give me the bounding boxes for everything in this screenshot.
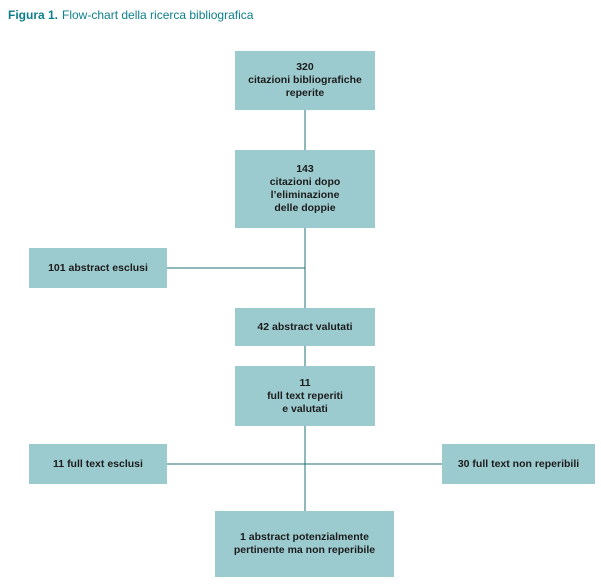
box-full-text-esclusi-label: 11 full text esclusi xyxy=(53,457,143,470)
box-full-text-reperiti-label: 11 full text reperiti e valutati xyxy=(267,376,343,415)
box-citazioni-reperite: 320 citazioni bibliografiche reperite xyxy=(235,51,375,110)
figure-title: Flow-chart della ricerca bibliografica xyxy=(62,8,254,22)
box-citazioni-dopo-eliminazione-label: 143 citazioni dopo l’eliminazione delle … xyxy=(269,163,341,214)
box-abstract-potenzialmente-pertinente-label: 1 abstract potenzialmente pertinente ma … xyxy=(233,531,376,556)
box-full-text-esclusi: 11 full text esclusi xyxy=(29,444,167,484)
figure-label: Figura 1. xyxy=(8,8,59,22)
box-full-text-non-reperibili-label: 30 full text non reperibili xyxy=(457,457,580,470)
box-abstract-esclusi-label: 101 abstract esclusi xyxy=(48,261,148,274)
figure-caption: Figura 1.Flow-chart della ricerca biblio… xyxy=(8,8,253,22)
box-abstract-valutati-label: 42 abstract valutati xyxy=(257,320,353,333)
box-full-text-non-reperibili: 30 full text non reperibili xyxy=(442,444,595,484)
box-full-text-reperiti: 11 full text reperiti e valutati xyxy=(235,366,375,426)
box-abstract-valutati: 42 abstract valutati xyxy=(235,308,375,346)
box-citazioni-reperite-label: 320 citazioni bibliografiche reperite xyxy=(248,61,362,99)
box-citazioni-dopo-eliminazione: 143 citazioni dopo l’eliminazione delle … xyxy=(235,150,375,228)
box-abstract-esclusi: 101 abstract esclusi xyxy=(29,248,167,288)
box-abstract-potenzialmente-pertinente: 1 abstract potenzialmente pertinente ma … xyxy=(215,511,394,577)
